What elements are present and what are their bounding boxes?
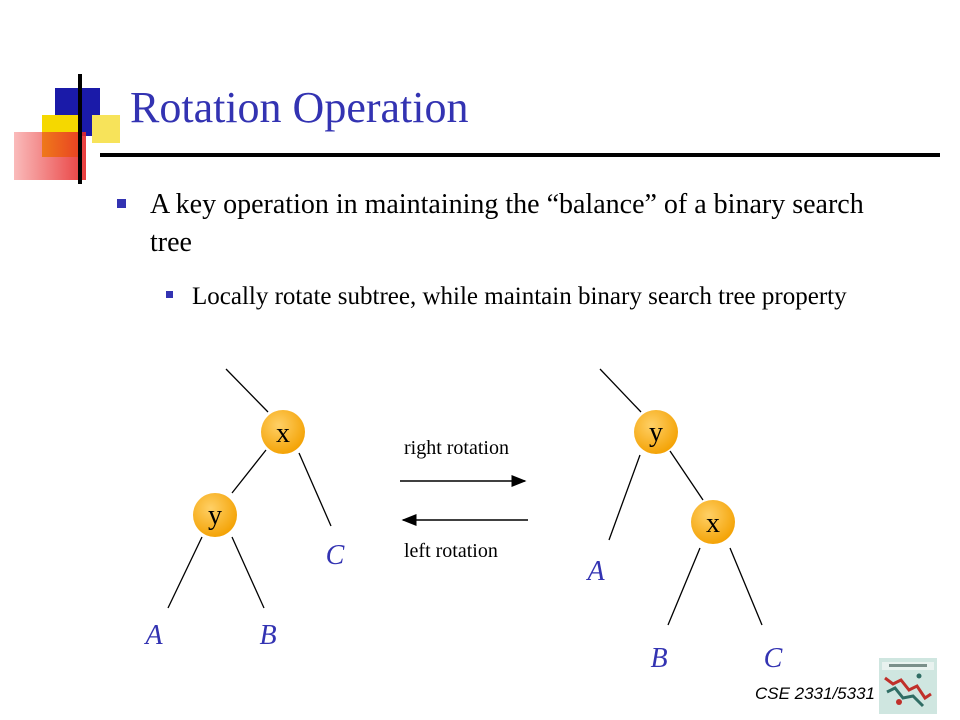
- right-rotation-label: right rotation: [404, 437, 509, 459]
- right-tree-edge-x-c: [729, 547, 763, 626]
- title-underline: [100, 153, 940, 157]
- bullet-marker: [117, 199, 126, 208]
- right-tree-edge-y-a: [608, 454, 641, 541]
- sub-bullet-1-text: Locally rotate subtree, while maintain b…: [192, 283, 847, 310]
- left-tree-edge-x-c: [298, 452, 332, 527]
- left-tree-edge-y-b: [231, 536, 265, 609]
- slide-title: Rotation Operation: [130, 83, 469, 132]
- right-tree: y x A B C: [585, 368, 783, 674]
- right-tree-node-x: [691, 500, 735, 544]
- left-tree-node-x: [261, 410, 305, 454]
- decor-red-gradient: [14, 132, 86, 180]
- decor-vertical-line: [78, 74, 82, 184]
- left-tree-node-x-label: x: [276, 418, 290, 449]
- algorithms-book-cover-image: [879, 658, 937, 714]
- right-tree-edge-x-b: [667, 547, 701, 626]
- left-tree-node-y: [193, 493, 237, 537]
- left-rotation-label: left rotation: [404, 540, 498, 562]
- left-tree-edge-y-a: [167, 536, 203, 609]
- left-tree-subtree-a: A: [143, 620, 163, 651]
- sub-bullet-marker: [166, 291, 173, 298]
- left-tree-subtree-c: C: [326, 540, 345, 571]
- decor-yellow-small: [92, 115, 120, 143]
- right-tree-subtree-a: A: [585, 556, 605, 587]
- left-tree: x y A B C: [143, 368, 345, 651]
- bullet-1-text: A key operation in maintaining the “bala…: [150, 189, 864, 258]
- course-footer: CSE 2331/5331: [754, 684, 875, 703]
- right-tree-node-x-label: x: [706, 508, 720, 539]
- left-tree-subtree-b: B: [259, 620, 276, 651]
- left-tree-edge-x-y: [231, 449, 267, 494]
- right-tree-parent-edge: [599, 368, 642, 413]
- right-tree-subtree-b: B: [650, 643, 667, 674]
- rotation-arrows: right rotation left rotation: [400, 437, 528, 562]
- left-tree-node-y-label: y: [208, 500, 222, 531]
- right-tree-edge-y-x: [669, 450, 704, 501]
- right-tree-node-y: [634, 410, 678, 454]
- right-tree-subtree-c: C: [764, 643, 783, 674]
- left-tree-parent-edge: [225, 368, 269, 413]
- right-tree-node-y-label: y: [649, 417, 663, 448]
